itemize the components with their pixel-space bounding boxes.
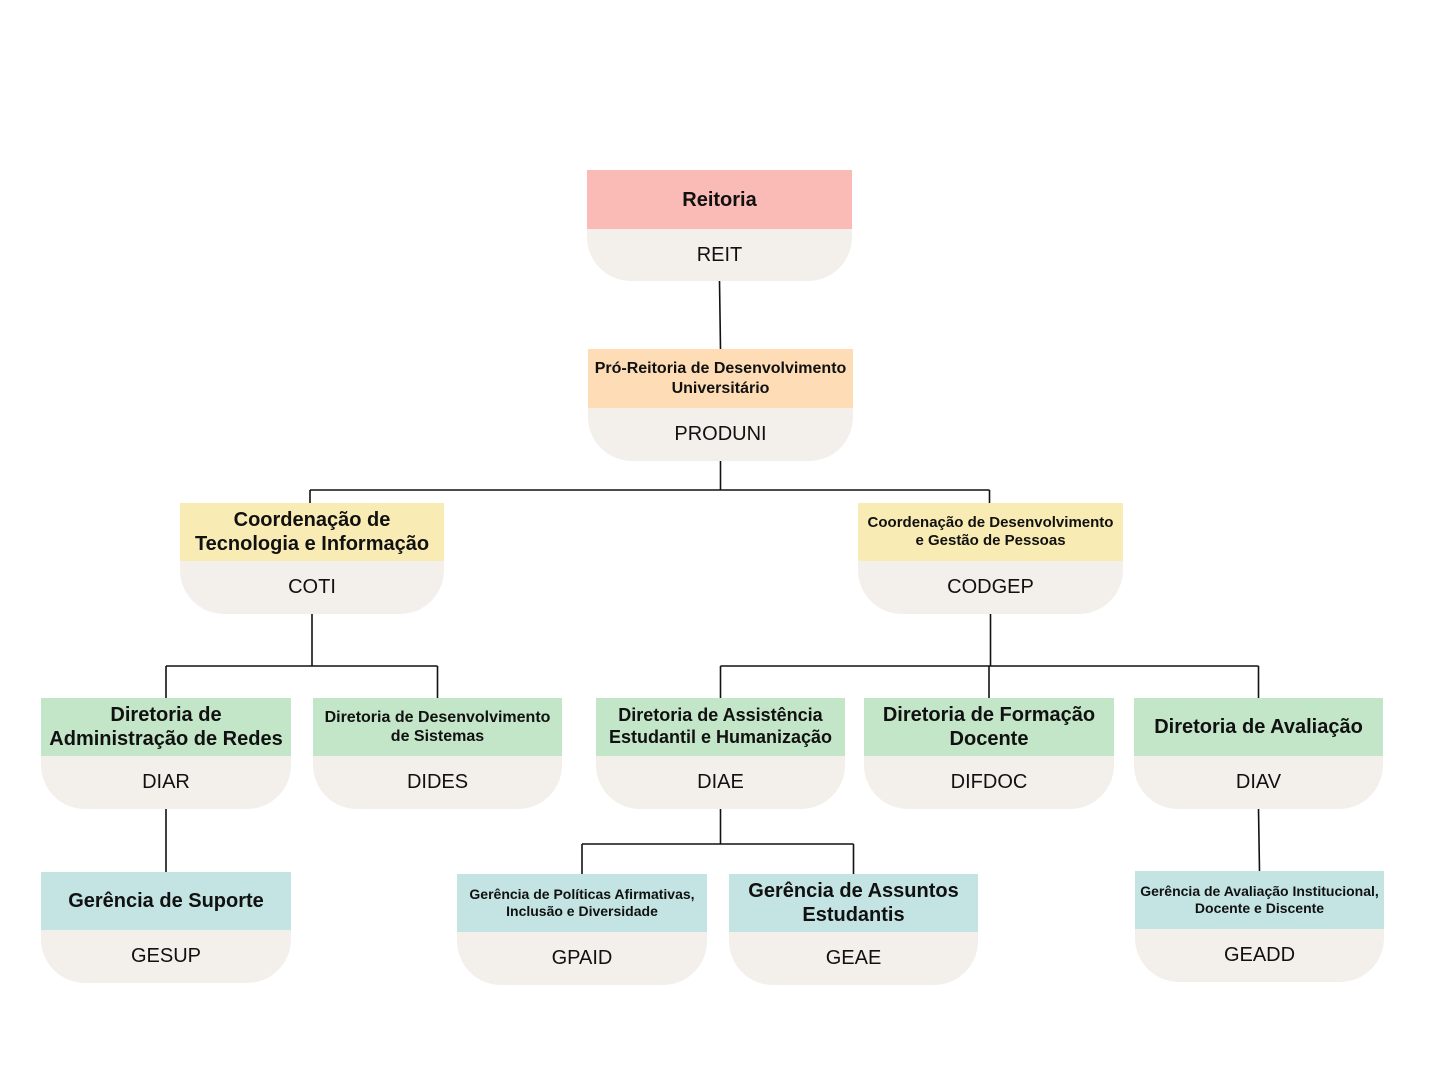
node-title: Gerência de Assuntos Estudantis (729, 874, 978, 932)
node-title: Diretoria de Formação Docente (864, 698, 1114, 756)
node-code: GESUP (41, 930, 291, 983)
node-code: PRODUNI (588, 408, 853, 461)
node-diar: Diretoria de Administração de Redes DIAR (41, 698, 291, 809)
node-code: REIT (587, 229, 852, 281)
node-code: GEADD (1135, 929, 1384, 982)
node-title: Gerência de Políticas Afirmativas, Inclu… (457, 874, 707, 932)
node-title: Coordenação de Tecnologia e Informação (180, 503, 444, 561)
node-title: Reitoria (587, 170, 852, 229)
node-title: Diretoria de Desenvolvimento de Sistemas (313, 698, 562, 756)
node-title: Coordenação de Desenvolvimento e Gestão … (858, 503, 1123, 561)
node-code: GPAID (457, 932, 707, 985)
node-coti: Coordenação de Tecnologia e Informação C… (180, 503, 444, 614)
connector-line (718, 280, 722, 350)
node-title: Diretoria de Assistência Estudantil e Hu… (596, 698, 845, 756)
node-code: DIAV (1134, 756, 1383, 809)
node-code: DIDES (313, 756, 562, 809)
node-code: DIAR (41, 756, 291, 809)
node-geadd: Gerência de Avaliação Institucional, Doc… (1135, 871, 1384, 982)
node-geae: Gerência de Assuntos Estudantis GEAE (729, 874, 978, 985)
node-reit: Reitoria REIT (587, 170, 852, 281)
node-title: Diretoria de Administração de Redes (41, 698, 291, 756)
node-gpaid: Gerência de Políticas Afirmativas, Inclu… (457, 874, 707, 985)
node-dides: Diretoria de Desenvolvimento de Sistemas… (313, 698, 562, 809)
node-diae: Diretoria de Assistência Estudantil e Hu… (596, 698, 845, 809)
node-code: GEAE (729, 932, 978, 985)
node-title: Pró-Reitoria de Desenvolvimento Universi… (588, 349, 853, 408)
node-gesup: Gerência de Suporte GESUP (41, 872, 291, 983)
node-code: DIFDOC (864, 756, 1114, 809)
node-difdoc: Diretoria de Formação Docente DIFDOC (864, 698, 1114, 809)
node-title: Diretoria de Avaliação (1134, 698, 1383, 756)
node-title: Gerência de Suporte (41, 872, 291, 930)
node-title: Gerência de Avaliação Institucional, Doc… (1135, 871, 1384, 929)
connector-line (1257, 808, 1261, 872)
node-diav: Diretoria de Avaliação DIAV (1134, 698, 1383, 809)
node-code: DIAE (596, 756, 845, 809)
node-codgep: Coordenação de Desenvolvimento e Gestão … (858, 503, 1123, 614)
node-code: CODGEP (858, 561, 1123, 614)
node-produni: Pró-Reitoria de Desenvolvimento Universi… (588, 349, 853, 461)
node-code: COTI (180, 561, 444, 614)
